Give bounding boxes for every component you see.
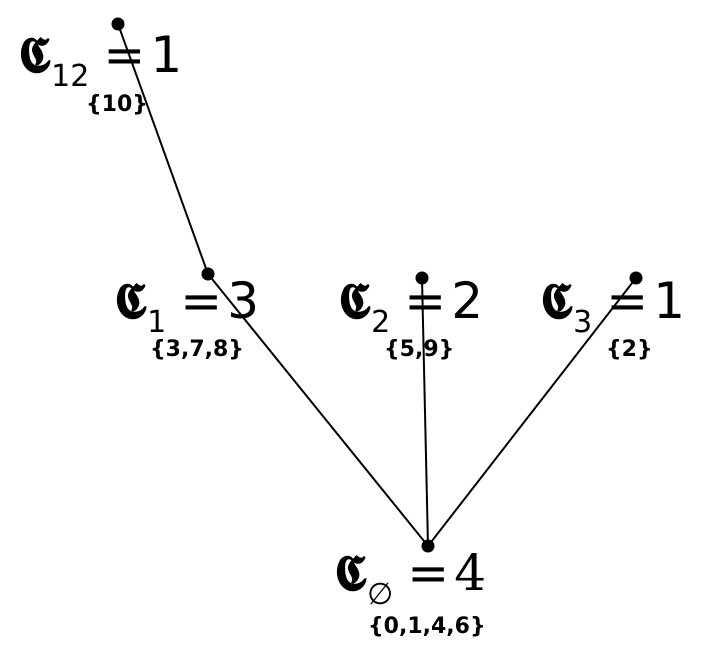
vertex-c12 (111, 17, 125, 31)
symbol-c0: 𝕮 (334, 543, 368, 602)
set-c0: {0,1,4,6} (368, 614, 486, 639)
vertex-c1 (201, 267, 215, 281)
vertices-layer (111, 17, 643, 553)
set-c3: {2} (606, 337, 653, 362)
set-c2: {5,9} (384, 337, 455, 362)
equals-c2: = (404, 272, 447, 330)
vertex-c0 (421, 539, 435, 553)
set-c12: {10} (86, 92, 148, 117)
symbol-c2: 𝕮 (338, 271, 372, 330)
value-c0: 4 (454, 544, 487, 602)
subscript-c1: 1 (147, 305, 167, 340)
vertex-c2 (415, 271, 429, 285)
symbol-c3: 𝕮 (540, 271, 574, 330)
edge-c1-c0 (207, 273, 429, 547)
equals-c12: = (103, 26, 146, 84)
symbol-c12: 𝕮 (18, 25, 52, 84)
set-c1: {3,7,8} (150, 337, 244, 362)
edges-layer (117, 23, 637, 547)
value-c12: 1 (150, 26, 183, 84)
edge-c3-c0 (427, 277, 637, 547)
vertex-c3 (629, 271, 643, 285)
edge-c12-c1 (117, 23, 209, 275)
subscript-c0: ∅ (367, 577, 394, 612)
edge-c2-c0 (421, 277, 429, 547)
symbol-c1: 𝕮 (114, 271, 148, 330)
value-c1: 3 (227, 272, 260, 330)
equals-c0: = (407, 544, 450, 602)
equals-c3: = (606, 272, 649, 330)
node-label-c3: 𝕮3= 1 (540, 276, 685, 338)
subscript-c12: 12 (51, 59, 90, 94)
value-c3: 1 (653, 272, 686, 330)
node-label-c1: 𝕮1= 3 (114, 276, 259, 338)
node-label-c12: 𝕮12= 1 (18, 30, 182, 92)
node-label-c0: 𝕮∅= 4 (334, 548, 486, 610)
value-c2: 2 (451, 272, 484, 330)
subscript-c3: 3 (573, 305, 593, 340)
subscript-c2: 2 (371, 305, 391, 340)
equals-c1: = (180, 272, 223, 330)
node-label-c2: 𝕮2= 2 (338, 276, 483, 338)
